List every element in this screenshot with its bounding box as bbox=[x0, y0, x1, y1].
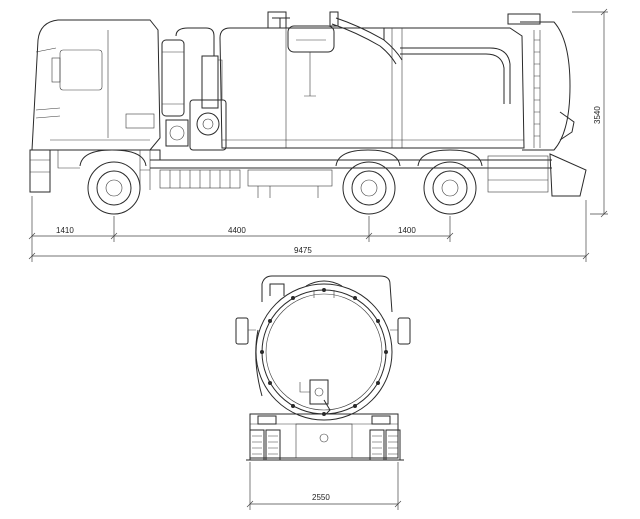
dim-overall-length: 9475 bbox=[294, 246, 312, 255]
tank-body bbox=[219, 11, 525, 149]
dim-wheelbase: 4400 bbox=[228, 226, 246, 235]
dim-front-overhang: 1410 bbox=[56, 226, 74, 235]
dim-overall-width: 2550 bbox=[312, 493, 330, 502]
rear-wheel-2 bbox=[417, 149, 483, 215]
rear-wheel-1 bbox=[335, 149, 401, 215]
side-view-dimensions bbox=[28, 8, 608, 262]
rear-door bbox=[507, 13, 587, 197]
rear-view-truck bbox=[235, 275, 411, 461]
cab bbox=[29, 19, 161, 193]
side-view-truck bbox=[29, 11, 587, 215]
front-wheel bbox=[79, 149, 147, 215]
vacuum-pump-unit bbox=[161, 27, 227, 151]
dim-rear-axle-spacing: 1400 bbox=[398, 226, 416, 235]
rear-view-dimensions bbox=[246, 462, 402, 510]
rear-view-wheels bbox=[249, 429, 401, 461]
rim-bolts bbox=[260, 288, 388, 416]
chassis bbox=[150, 155, 552, 198]
dim-overall-height: 3540 bbox=[593, 106, 602, 124]
